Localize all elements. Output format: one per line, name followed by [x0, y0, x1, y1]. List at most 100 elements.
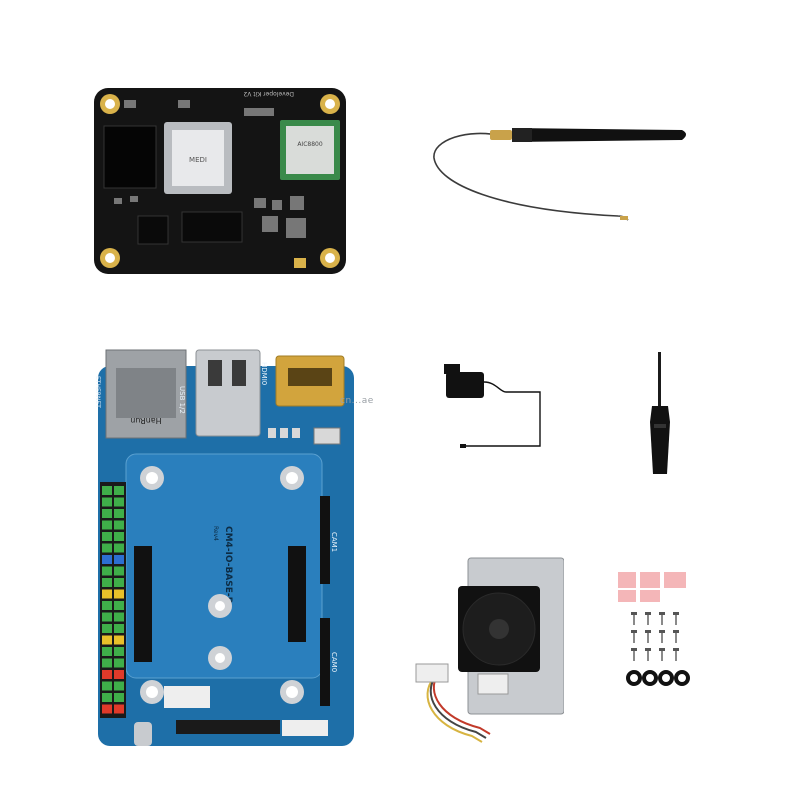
board-name: CM4-IO-BASE-B: [223, 526, 233, 604]
gpio-terminal: [102, 589, 112, 599]
gpio-terminal: [114, 543, 124, 553]
gpio-terminal: [102, 693, 112, 702]
antenna-cable: [433, 132, 629, 221]
thermal-pads: [618, 572, 686, 602]
som-wifi-shield: [286, 126, 334, 174]
washer: [626, 670, 642, 686]
screw: [645, 648, 651, 661]
gpio-terminal: [114, 486, 124, 495]
gpio-terminal: [102, 612, 112, 622]
ribbon-connector-block: [446, 372, 484, 398]
gpio-terminal: [114, 612, 124, 622]
ribbon-tab: [444, 364, 460, 374]
gpio-terminal: [102, 532, 112, 541]
antenna-hinge: [512, 128, 532, 142]
gpio-terminal: [114, 566, 124, 576]
usb-c-port: [134, 722, 152, 746]
screw: [631, 648, 637, 661]
wifi-antenna: [433, 128, 686, 221]
screw: [645, 630, 651, 643]
screw: [631, 612, 637, 625]
screw: [645, 612, 651, 625]
gpio-terminal: [102, 566, 112, 576]
som-mount-holes: [100, 94, 340, 268]
gpio-terminal: [114, 670, 124, 679]
washer: [658, 670, 674, 686]
cam0-label: CAM0: [330, 652, 338, 672]
io-base-board: HanRun USB 1/2 HDMI0 ETHERNET CAM1 CAM0 …: [94, 349, 354, 746]
cam1-label: CAM1: [330, 532, 338, 552]
gpio-terminal: [102, 658, 112, 668]
som-emmc-chip: [181, 211, 243, 243]
som-ram-chip: [103, 125, 157, 189]
som-soc-label: [172, 130, 224, 186]
usb-port: [195, 349, 261, 437]
hdmi-label: HDMI0: [260, 362, 268, 385]
som-wifi-text: AIC8800: [297, 141, 323, 148]
screw: [631, 630, 637, 643]
washer: [674, 670, 690, 686]
fan-hub: [489, 619, 509, 639]
compute-module-board: MEDI AIC8800 Developer Kit V2: [94, 88, 346, 274]
gpio-terminal: [114, 520, 124, 530]
hanrun-text: HanRun: [130, 416, 161, 425]
gpio-terminal: [114, 555, 124, 564]
fan-wire-black: [429, 675, 487, 739]
gpio-terminal: [114, 578, 124, 587]
antenna-sma-connector: [490, 130, 512, 140]
gpio-terminal: [114, 704, 124, 714]
gpio-terminal: [102, 601, 112, 610]
ethernet-label: ETHERNET: [94, 376, 101, 408]
som-pmic-chip: [137, 215, 169, 245]
usb-slot-1: [208, 360, 222, 386]
gpio-terminal: [114, 601, 124, 610]
board-rev: Rev4: [212, 526, 219, 541]
board-connectors: [134, 496, 330, 706]
fan-clip: [477, 673, 509, 695]
antenna-ufl-connector: [620, 216, 628, 220]
ethernet-port-front: [116, 368, 176, 418]
carrier-standoffs: [140, 466, 304, 704]
screw: [673, 630, 679, 643]
screws: [631, 612, 679, 661]
screw: [659, 648, 665, 661]
gpio-terminal: [114, 624, 124, 633]
fan-header: [282, 720, 328, 736]
gpio-terminal: [102, 555, 112, 564]
ribbon-wire: [464, 381, 541, 447]
screwdriver-grip: [654, 424, 666, 428]
gpio-terminal: [102, 635, 112, 645]
hdmi-port-opening: [288, 368, 332, 386]
gpio-terminal: [114, 589, 124, 599]
antenna-body: [512, 128, 686, 142]
fpc-connector: [176, 720, 280, 734]
cooling-fan: [415, 557, 564, 743]
gpio-terminal: [102, 647, 112, 656]
screwdriver-handle: [650, 406, 670, 474]
som-components: [114, 100, 306, 238]
gpio-terminal: [102, 670, 112, 679]
som-antenna-connector: [294, 258, 306, 268]
screwdriver: [650, 352, 670, 474]
gpio-terminal: [114, 635, 124, 645]
screw: [659, 630, 665, 643]
gpio-terminal: [102, 520, 112, 530]
som-silkscreen: Developer Kit V2: [243, 90, 294, 97]
washer: [642, 670, 658, 686]
gpio-terminal: [114, 532, 124, 541]
screw: [673, 612, 679, 625]
usb-slot-2: [232, 360, 246, 386]
gpio-terminal: [102, 509, 112, 518]
gpio-terminal: [114, 497, 124, 507]
washers: [626, 670, 690, 686]
gpio-terminal: [102, 578, 112, 587]
accessory-kit: [618, 572, 690, 686]
gpio-terminal: [102, 624, 112, 633]
board-sticker: [164, 686, 210, 708]
gpio-terminal: [102, 681, 112, 691]
gpio-terminal-colors: [102, 486, 124, 714]
gpio-terminal: [102, 704, 112, 714]
screwdriver-shaft: [658, 352, 661, 406]
screw: [673, 648, 679, 661]
fan-wire-yellow: [426, 677, 483, 743]
